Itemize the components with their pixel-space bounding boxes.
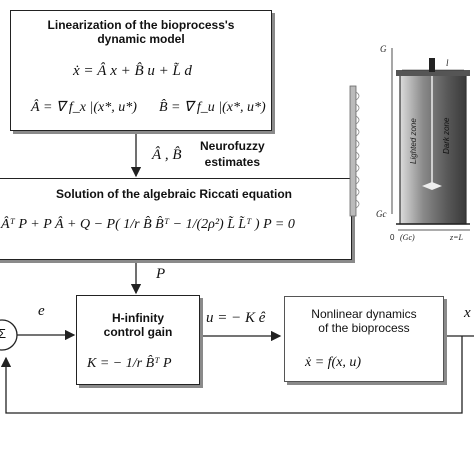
jacobian-b-equation: B̂ = ∇ f_u |(x*, u*) <box>159 100 266 115</box>
signal-p-label: P <box>156 266 166 282</box>
summing-junction <box>0 319 18 351</box>
neurofuzzy-line1: Neurofuzzy <box>200 139 265 153</box>
dark-zone-label: Dark zone <box>442 117 451 154</box>
lighted-zone-label: Lighted zone <box>409 118 418 164</box>
hinf-gain-equation: K = − 1/r B̂ᵀ P <box>87 356 172 371</box>
hinf-title: H-infinity control gain <box>77 311 199 339</box>
hinf-gain-block: H-infinity control gain K = − 1/r B̂ᵀ P <box>76 295 200 385</box>
jacobian-a-equation: Â = ∇ f_x |(x*, u*) <box>31 100 137 115</box>
plant-title-line1: Nonlinear dynamics <box>311 307 417 321</box>
linearization-block: Linearization of the bioprocess's dynami… <box>10 10 272 131</box>
plant-title: Nonlinear dynamics of the bioprocess <box>285 307 443 335</box>
plant-title-line2: of the bioprocess <box>318 321 410 335</box>
neurofuzzy-line2: estimates <box>204 155 261 169</box>
hinf-title-line2: control gain <box>103 325 173 339</box>
linearization-equation: ẋ = Â x + B̂ u + L̃ d <box>73 63 192 79</box>
reactor-width-label: l <box>446 58 449 68</box>
linearization-title-line1: Linearization of the bioprocess's <box>47 18 235 32</box>
axis-start-label: 0 <box>390 233 395 242</box>
sum-symbol: Σ <box>0 326 7 341</box>
motor <box>429 58 435 72</box>
light-panel <box>349 85 357 217</box>
light-rays <box>355 91 360 209</box>
plant-equation: ẋ = f(x, u) <box>305 355 362 370</box>
riccati-equation: Âᵀ P + P Â + Q − P( 1/r B̂ B̂ᵀ − 1/(2ρ²)… <box>1 217 295 232</box>
reactor-lid <box>396 70 470 76</box>
riccati-block: Solution of the algebraic Riccati equati… <box>0 178 352 260</box>
linearization-title: Linearization of the bioprocess's dynami… <box>11 18 271 46</box>
photobioreactor-illustration: Lighted zone Dark zone G Gc l 0 (Gc) z=L <box>349 44 470 242</box>
neurofuzzy-label: Neurofuzzy estimates <box>200 138 265 170</box>
estimated-matrices: Â , B̂ <box>152 147 182 163</box>
control-signal-label: u = − K ê <box>206 310 266 326</box>
feedback-loop <box>0 336 463 414</box>
axis-end-label: z=L <box>449 233 464 242</box>
reactor-bottom-label: Gc <box>376 209 387 219</box>
stirrer-blades <box>422 182 442 190</box>
riccati-title: Solution of the algebraic Riccati equati… <box>55 187 293 201</box>
reactor-top-label: G <box>380 44 387 54</box>
output-signal-label: x <box>464 305 471 321</box>
axis-start-paren: (Gc) <box>400 233 415 242</box>
error-signal-label: e <box>38 303 45 319</box>
linearization-title-line2: dynamic model <box>97 32 185 46</box>
plant-block: Nonlinear dynamics of the bioprocess ẋ =… <box>284 296 444 382</box>
hinf-title-line1: H-infinity <box>112 311 164 325</box>
